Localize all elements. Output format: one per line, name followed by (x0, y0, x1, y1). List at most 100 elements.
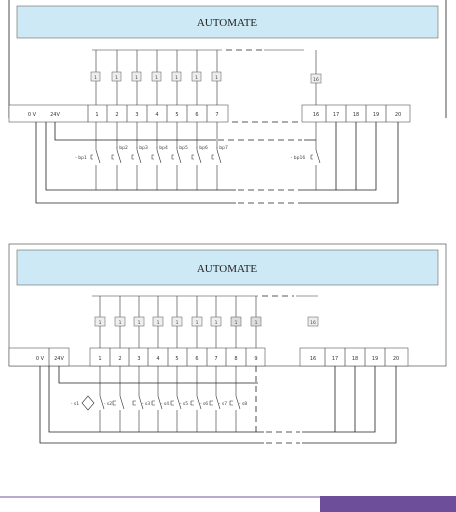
switches-2: - s1 - s2 - s3 - s4 - s5 - s6 - s7 - s8 (71, 395, 247, 411)
switch-bp6: - bp6 (191, 145, 208, 164)
svg-text:1: 1 (135, 75, 138, 81)
svg-text:- s7: - s7 (219, 401, 227, 407)
terminal-2-6: 6 (195, 356, 198, 362)
svg-text:1: 1 (176, 320, 179, 326)
terminal-strip: 0 V 24V 1 2 3 4 5 6 7 16 17 18 19 20 (8, 104, 411, 123)
switch-bp7: - bp7 (211, 145, 228, 164)
svg-text:1: 1 (175, 75, 178, 81)
switch-bp2: - bp2 (111, 145, 128, 164)
automate-title: AUTOMATE (197, 17, 258, 29)
module-3: 1 (133, 316, 145, 327)
footer-accent-bar (320, 496, 456, 512)
terminal-1: 1 (95, 112, 98, 118)
svg-text:1: 1 (215, 75, 218, 81)
svg-text:1: 1 (196, 320, 199, 326)
terminal-2-7: 7 (214, 356, 217, 362)
svg-text:1: 1 (115, 75, 118, 81)
module-5: 1 (171, 316, 183, 327)
svg-text:1: 1 (99, 320, 102, 326)
switch-bp1: - bp1 (75, 149, 101, 164)
terminal-2-2: 2 (118, 356, 121, 362)
input-module-3: 1 (131, 71, 142, 82)
svg-text:1: 1 (155, 75, 158, 81)
footer-divider (0, 496, 456, 498)
terminal-2-20: 20 (393, 356, 399, 362)
svg-text:- s5: - s5 (180, 401, 188, 407)
terminal-20: 20 (395, 112, 401, 118)
module-16: 16 (307, 316, 319, 327)
svg-text:1: 1 (235, 320, 238, 326)
svg-text:1: 1 (215, 320, 218, 326)
terminal-16: 16 (313, 112, 319, 118)
switch-s4: - s4 (151, 395, 169, 410)
terminal-2-4: 4 (156, 356, 159, 362)
terminal-19: 19 (373, 112, 379, 118)
terminal-strip-2: 0 V 24V 1 2 3 4 5 6 7 8 9 16 17 18 19 20 (8, 347, 409, 367)
switch-bp5: - bp5 (171, 145, 188, 164)
terminal-2-8: 8 (234, 356, 237, 362)
module-1: 1 (94, 316, 106, 327)
terminal-2-18: 18 (352, 356, 358, 362)
svg-text:- bp7: - bp7 (216, 145, 228, 151)
terminal-2: 2 (115, 112, 118, 118)
input-module-16: 16 (310, 73, 322, 84)
svg-text:- bp6: - bp6 (196, 145, 208, 151)
module-9: 1 (250, 316, 262, 327)
svg-text:1: 1 (157, 320, 160, 326)
external-wiring (35, 122, 399, 204)
svg-text:1: 1 (94, 75, 97, 81)
terminal-2-9: 9 (254, 356, 257, 362)
svg-text:- s2: - s2 (104, 401, 112, 407)
terminal-4: 4 (155, 112, 158, 118)
svg-text:1: 1 (195, 75, 198, 81)
automate-title-2: AUTOMATE (197, 263, 258, 275)
input-module-7: 1 (211, 71, 222, 82)
external-wiring-2 (39, 366, 397, 444)
power-0v: 0 V (28, 112, 37, 118)
terminal-2-17: 17 (332, 356, 338, 362)
switch-s3: - s3 (132, 395, 150, 410)
svg-text:- s4: - s4 (161, 401, 169, 407)
sensor-s1: - s1 (71, 395, 105, 411)
terminal-2-1: 1 (98, 356, 101, 362)
power-0v-2: 0 V (36, 356, 45, 362)
svg-text:16: 16 (313, 77, 319, 83)
input-module-2: 1 (111, 71, 122, 82)
svg-text:1: 1 (138, 320, 141, 326)
switch-bp4: - bp4 (151, 145, 168, 164)
input-module-5: 1 (171, 71, 182, 82)
switch-s2: - s2 (104, 395, 125, 410)
power-24v: 24V (50, 112, 60, 118)
switch-bp16: - bp16 (291, 149, 321, 164)
svg-text:- bp3: - bp3 (136, 145, 148, 151)
automate-title-band-2 (16, 249, 439, 286)
input-module-1: 1 (90, 71, 101, 82)
svg-text:- s1: - s1 (71, 401, 79, 407)
svg-text:- bp2: - bp2 (116, 145, 128, 151)
input-module-4: 1 (151, 71, 162, 82)
switch-s8: - s8 (229, 395, 247, 410)
switch-s7: - s7 (209, 395, 227, 410)
module-2: 1 (114, 316, 126, 327)
module-6: 1 (191, 316, 203, 327)
svg-text:1: 1 (119, 320, 122, 326)
input-modules-2: 1 1 1 1 1 1 1 1 1 16 (94, 296, 319, 348)
terminal-2-3: 3 (137, 356, 140, 362)
svg-text:- bp16: - bp16 (291, 155, 306, 161)
automate-title-band (16, 5, 439, 39)
wiring-diagram-1: AUTOMATE 1 1 1 1 1 1 1 16 0 V 24V 1 2 3 … (0, 0, 456, 215)
terminal-2-5: 5 (175, 356, 178, 362)
wiring-diagram-2: AUTOMATE 1 1 1 1 1 1 1 1 1 16 0 V 24V 1 … (0, 238, 456, 468)
svg-text:- bp5: - bp5 (176, 145, 188, 151)
module-8: 1 (230, 316, 242, 327)
switch-s5: - s5 (170, 395, 188, 410)
terminal-2-16: 16 (310, 356, 316, 362)
svg-text:1: 1 (255, 320, 258, 326)
automate-frame (8, 0, 447, 118)
input-module-6: 1 (191, 71, 202, 82)
terminal-7: 7 (215, 112, 218, 118)
module-7: 1 (210, 316, 222, 327)
svg-text:- s8: - s8 (239, 401, 247, 407)
terminal-17: 17 (333, 112, 339, 118)
svg-text:- bp4: - bp4 (156, 145, 168, 151)
